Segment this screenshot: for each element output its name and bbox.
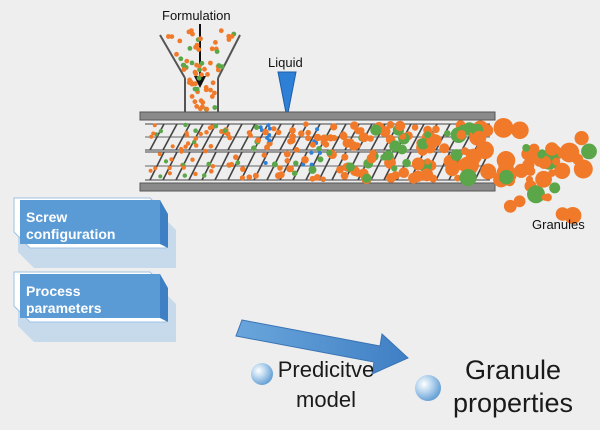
sphere-icon	[415, 375, 441, 401]
process-parameters-label: Process parameters	[26, 283, 102, 316]
granule-properties-label: Granule properties	[452, 355, 574, 418]
extruder-barrel	[139, 111, 496, 192]
screw-configuration-box	[13, 197, 176, 268]
formulation-label: Formulation	[162, 8, 231, 23]
liquid-nozzle-icon	[277, 71, 297, 119]
feed-hopper	[159, 34, 241, 112]
liquid-label: Liquid	[268, 55, 303, 70]
screw-configuration-label: Screw configuration	[26, 209, 116, 242]
flow-arrow	[235, 319, 409, 375]
granules-label: Granules	[532, 217, 585, 232]
predictive-model-label: Predicitve model	[277, 357, 375, 412]
sphere-icon	[251, 363, 273, 385]
particles	[148, 28, 597, 225]
process-parameters-box	[13, 271, 176, 342]
